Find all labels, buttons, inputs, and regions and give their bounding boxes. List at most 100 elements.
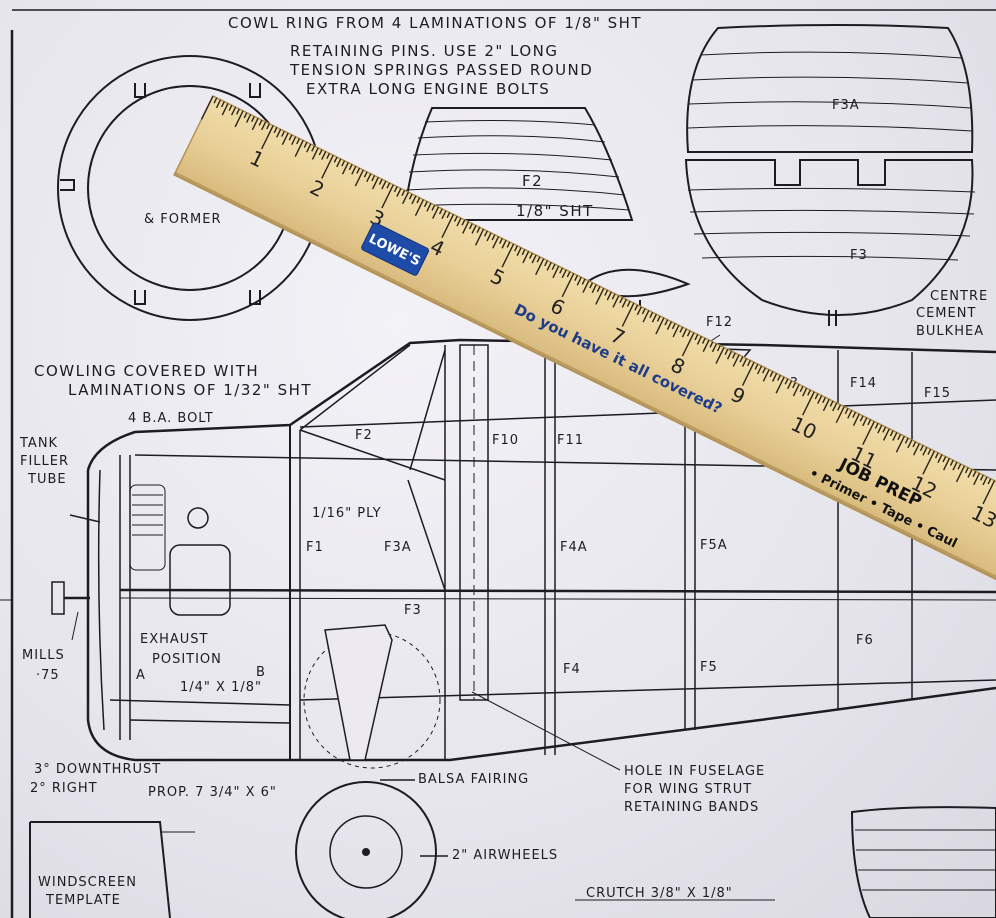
label-bulkhead: BULKHEA <box>916 324 985 339</box>
ruler-tick <box>446 212 451 219</box>
ruler-tick <box>471 225 477 234</box>
ruler-tick <box>867 419 872 426</box>
ruler-tick <box>949 459 954 466</box>
ruler-tick <box>595 287 605 305</box>
ruler-tick <box>711 343 718 353</box>
ruler-tick <box>484 230 488 237</box>
ruler-tick <box>501 239 507 249</box>
label-size-quarter: 1/4" X 1/8" <box>180 680 262 695</box>
ruler-tick <box>514 245 518 252</box>
ruler-tick <box>829 400 834 407</box>
ruler-tick <box>982 480 996 505</box>
ruler-tick <box>552 265 560 279</box>
ruler-tick <box>326 153 331 160</box>
label-mills-2: ·75 <box>36 668 60 683</box>
label-windscreen-2: TEMPLATE <box>46 893 121 908</box>
ruler-tick <box>371 175 376 182</box>
label-exhaust-2: POSITION <box>152 652 222 667</box>
label-f2-sht: 1/8" SHT <box>516 202 594 220</box>
ruler-tick <box>621 299 627 308</box>
label-hole-3: RETAINING BANDS <box>624 800 760 815</box>
ruler-tick <box>626 300 631 307</box>
ruler-tick <box>656 315 661 322</box>
ruler-tick <box>281 130 286 137</box>
ruler-tick <box>561 273 575 298</box>
ruler-tick <box>551 263 556 270</box>
ruler-tick <box>561 269 567 279</box>
ruler-tick <box>341 162 349 175</box>
ruler-tick <box>651 313 657 323</box>
ruler-tick <box>351 165 357 175</box>
ruler-tick <box>535 258 545 276</box>
ruler-tick <box>862 421 875 446</box>
ruler-tick <box>462 221 470 234</box>
ruler-tick <box>604 289 609 296</box>
ruler-tick <box>321 154 334 179</box>
ruler-tick <box>356 167 361 174</box>
label-airwheels: 2" AIRWHEELS <box>452 848 559 863</box>
ruler-tick <box>822 397 827 404</box>
ruler-tick <box>363 171 368 178</box>
ruler-tick <box>559 267 564 274</box>
ruler-tick <box>378 178 383 185</box>
ruler-tick <box>835 406 845 424</box>
label-f4: F4 <box>563 662 581 677</box>
ruler-tick <box>747 360 751 367</box>
label-f10: F10 <box>492 433 520 448</box>
ruler-tick <box>306 143 312 153</box>
label-tank-3: TUBE <box>28 472 67 487</box>
ruler-tick <box>354 169 364 187</box>
ruler-tick <box>636 306 642 316</box>
ruler-tick <box>895 435 905 453</box>
ruler-tick <box>762 367 766 374</box>
label-windscreen-1: WINDSCREEN <box>38 875 137 890</box>
ruler-tick <box>822 398 830 412</box>
label-mills-1: MILLS <box>22 648 65 663</box>
ruler-tick <box>318 149 323 156</box>
ruler-tick <box>681 332 695 357</box>
label-f11: F11 <box>557 433 585 448</box>
ruler-tick <box>775 376 785 394</box>
ruler-tick <box>672 324 680 338</box>
ruler-tick <box>904 437 909 444</box>
ruler-tick <box>438 208 443 215</box>
ruler-tick <box>919 445 924 452</box>
ruler-tick <box>281 132 289 145</box>
ruler-tick <box>634 304 639 311</box>
former-f3a-outline <box>686 24 974 153</box>
ruler-tick <box>336 158 342 168</box>
ruler-tick <box>453 215 458 222</box>
ruler-tick <box>837 404 842 411</box>
ruler-tick <box>619 297 624 304</box>
label-downthrust-1: 3° DOWNTHRUST <box>34 762 162 777</box>
ruler-tick <box>234 110 244 128</box>
ruler-tick <box>291 136 297 146</box>
ruler-tick <box>874 422 879 429</box>
ruler-tick <box>877 424 883 434</box>
ruler-tick <box>408 193 413 200</box>
ruler-tick <box>220 101 225 108</box>
ruler-tick <box>574 275 579 282</box>
ruler-tick <box>889 430 894 437</box>
ruler-tick <box>243 112 248 119</box>
ruler-tick <box>366 173 372 183</box>
ruler-tick <box>922 450 936 475</box>
former-f3-outline <box>684 159 974 316</box>
ruler-tick <box>641 308 646 315</box>
ruler-tick <box>756 365 763 375</box>
ruler-tick <box>261 125 274 150</box>
ruler-tick <box>792 382 797 389</box>
ruler-tick <box>952 461 958 471</box>
label-retaining-3: EXTRA LONG ENGINE BOLTS <box>306 80 551 98</box>
ruler-tick <box>882 428 890 441</box>
ruler-tick <box>964 467 969 474</box>
ruler-tick <box>987 478 992 485</box>
ruler-tick <box>311 145 316 152</box>
ruler-tick <box>582 280 590 293</box>
ruler-tick <box>348 164 353 171</box>
label-retaining-2: TENSION SPRINGS PASSED ROUND <box>290 61 594 79</box>
ruler-tick <box>799 385 804 392</box>
ruler-tick <box>402 191 410 205</box>
ruler-tick <box>852 413 860 426</box>
ruler-tick <box>606 291 612 301</box>
